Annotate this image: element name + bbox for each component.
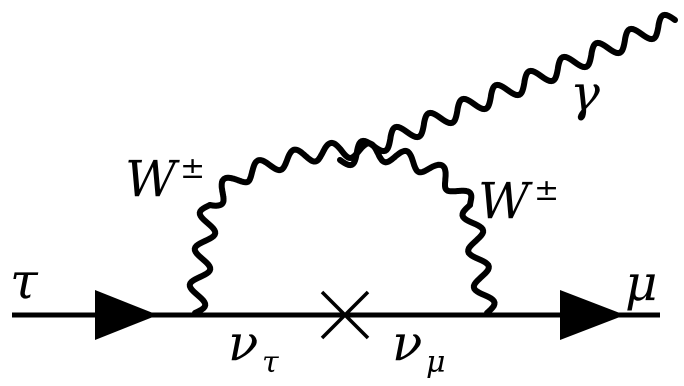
nu-tau-label-base: ν xyxy=(228,314,258,372)
nu-tau-label-sub: τ xyxy=(262,345,279,380)
outgoing-arrow xyxy=(560,290,625,340)
nu-tau-label: ν τ xyxy=(228,314,279,380)
incoming-arrow xyxy=(95,290,158,340)
w-left-label: W ± xyxy=(125,150,205,208)
tau-label: τ xyxy=(10,252,39,310)
mass-insertion-cross xyxy=(320,290,370,340)
w-left-label-sup: ± xyxy=(180,151,205,186)
mu-label: μ xyxy=(625,254,658,312)
w-right-label: W ± xyxy=(478,172,559,230)
w-boson-arc-line xyxy=(207,139,475,209)
w-right-label-sup: ± xyxy=(534,173,559,208)
w-boson-right-line xyxy=(459,202,498,316)
w-boson-left-line xyxy=(186,202,219,316)
photon-line xyxy=(337,11,678,169)
nu-mu-label: ν μ xyxy=(392,314,446,380)
w-right-label-base: W xyxy=(478,172,533,230)
w-left-label-base: W xyxy=(125,150,180,208)
nu-mu-label-sub: μ xyxy=(426,345,446,380)
nu-mu-label-base: ν xyxy=(392,314,422,372)
gamma-label: γ xyxy=(570,64,600,122)
